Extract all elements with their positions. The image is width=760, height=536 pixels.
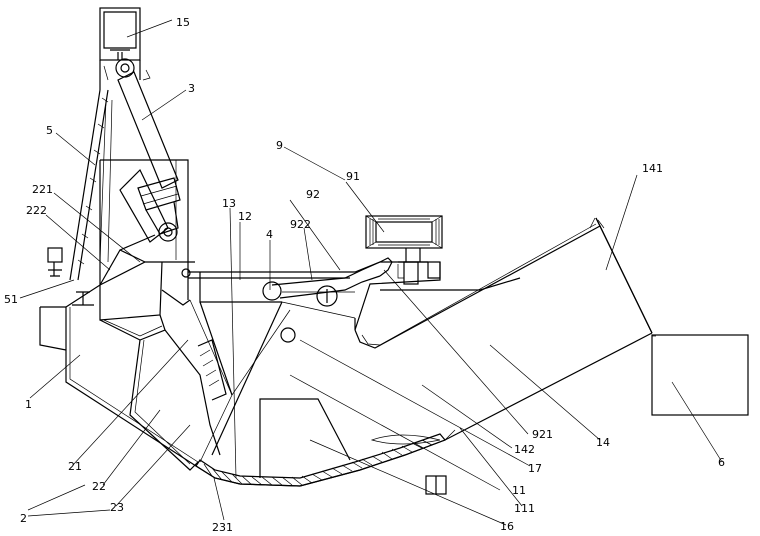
element-17 xyxy=(370,434,441,445)
label-13: 13 xyxy=(222,197,236,210)
label-2: 2 xyxy=(20,512,27,525)
link-rod-5 xyxy=(69,89,109,281)
label-4: 4 xyxy=(266,228,273,241)
label-221: 221 xyxy=(32,183,53,196)
label-11: 11 xyxy=(512,484,526,497)
fixture-51 xyxy=(47,247,94,306)
label-14: 14 xyxy=(596,436,610,449)
label-142: 142 xyxy=(514,443,535,456)
label-3: 3 xyxy=(188,82,195,95)
label-22: 22 xyxy=(92,480,106,493)
label-231: 231 xyxy=(212,521,233,534)
label-1: 1 xyxy=(25,398,32,411)
frame-body xyxy=(189,299,291,463)
label-16: 16 xyxy=(500,520,514,533)
label-21: 21 xyxy=(68,460,82,473)
lower-block-16 xyxy=(259,398,351,478)
bucket-teeth xyxy=(197,339,227,401)
pin-arm xyxy=(181,268,191,278)
label-921: 921 xyxy=(532,428,553,441)
label-15: 15 xyxy=(176,16,190,29)
element-111 xyxy=(425,475,447,495)
leader-lines xyxy=(19,19,723,526)
rod-guides xyxy=(99,99,113,263)
label-92: 92 xyxy=(306,188,320,201)
top-column xyxy=(99,7,151,90)
label-6: 6 xyxy=(718,456,725,469)
label-23: 23 xyxy=(110,501,124,514)
label-922: 922 xyxy=(290,218,311,231)
bucket-frame xyxy=(65,234,221,471)
label-17: 17 xyxy=(528,462,542,475)
label-12: 12 xyxy=(238,210,252,223)
label-222: 222 xyxy=(26,204,47,217)
element-91-box xyxy=(365,215,443,285)
part-labels: 15 3 5 221 222 51 1 13 12 4 922 9 92 91 … xyxy=(4,16,725,534)
main-hull xyxy=(39,306,653,487)
bottom-wear-plate xyxy=(195,433,447,487)
label-5: 5 xyxy=(46,124,53,137)
pin-small xyxy=(280,327,296,343)
chute-14 xyxy=(354,217,653,349)
label-141: 141 xyxy=(642,162,663,175)
label-9: 9 xyxy=(276,139,283,152)
label-111: 111 xyxy=(514,502,535,515)
box-6 xyxy=(651,334,749,416)
cylinder-3 xyxy=(117,71,181,243)
pin-922 xyxy=(316,285,338,307)
label-51: 51 xyxy=(4,293,18,306)
pin-4 xyxy=(262,281,282,301)
label-91: 91 xyxy=(346,170,360,183)
